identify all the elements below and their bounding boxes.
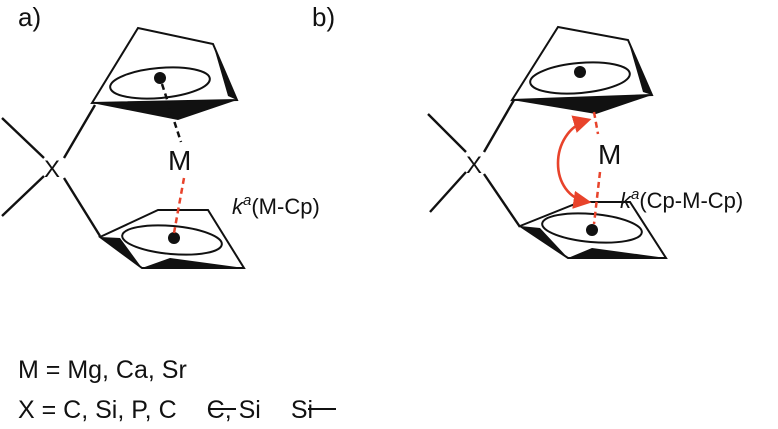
upper-cp-ring-b	[510, 25, 654, 114]
centroid-dot-lower-a	[168, 232, 180, 244]
kappa-descriptor-b: (Cp-M-Cp)	[639, 188, 743, 213]
legend-bridges-part-a: X = C, Si, P, C	[18, 396, 177, 424]
kappa-label-a: ka(M-Cp)	[232, 192, 320, 219]
kappa-superscript-b: a	[631, 186, 639, 203]
panel-a: a) X M ka(M-Cp)	[1, 2, 320, 269]
panel-b: b) X M ka(Cp-	[312, 2, 743, 259]
bite-angle-arrow	[556, 115, 592, 209]
panel-a-label: a)	[18, 2, 41, 32]
centroid-dot-upper-b	[574, 66, 586, 78]
panel-b-label: b)	[312, 2, 335, 32]
red-dashed-bond-upper-b	[592, 111, 600, 135]
kappa-superscript-a: a	[243, 192, 251, 209]
centroid-dot-upper-a	[154, 72, 166, 84]
legend-bridges-part-c: Si	[291, 396, 313, 424]
kappa-descriptor-a: (M-Cp)	[251, 194, 319, 219]
red-dashed-bond-lower-b	[592, 171, 602, 225]
legend-metals: M = Mg, Ca, Sr	[18, 356, 187, 384]
bridge-bonds-b	[427, 99, 521, 228]
black-dashed-bond-a	[160, 83, 183, 143]
bridge-bonds-a	[1, 104, 102, 237]
x-atom-b: X	[466, 152, 482, 179]
red-dashed-bond-a	[172, 177, 186, 234]
kappa-label-b: ka(Cp-M-Cp)	[620, 186, 743, 213]
lower-cp-ring-b	[517, 201, 668, 259]
x-atom-a: X	[44, 156, 60, 183]
metal-label-a: M	[168, 145, 191, 176]
metal-label-b: M	[598, 139, 621, 170]
upper-cp-ring-a	[90, 26, 239, 120]
kappa-symbol-a: k	[232, 194, 244, 219]
kappa-symbol-b: k	[620, 188, 632, 213]
lower-cp-ring-a	[98, 209, 246, 269]
centroid-dot-lower-b	[586, 224, 598, 236]
